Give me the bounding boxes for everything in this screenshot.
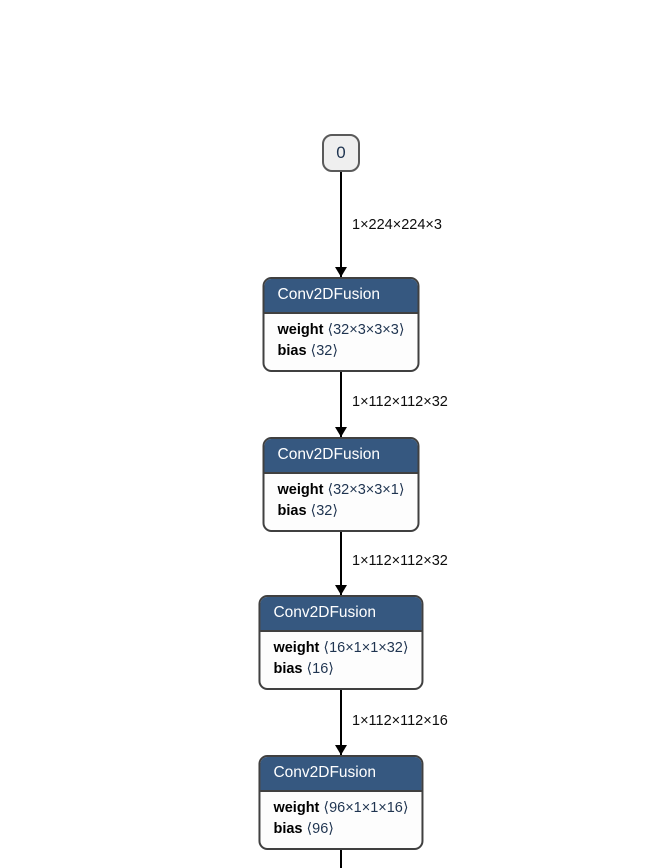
graph-node-conv2dfusion-2[interactable]: Conv2DFusion weight ⟨32×3×3×1⟩ bias ⟨32⟩ — [262, 437, 420, 533]
node-attr-bias: bias ⟨96⟩ — [273, 819, 408, 840]
node-header[interactable]: Conv2DFusion — [260, 757, 422, 792]
graph-node-conv2dfusion-1[interactable]: Conv2DFusion weight ⟨32×3×3×3⟩ bias ⟨32⟩ — [262, 277, 420, 373]
node-attr-bias: bias ⟨16⟩ — [273, 659, 408, 680]
node-body: weight ⟨32×3×3×1⟩ bias ⟨32⟩ — [265, 474, 418, 530]
node-attr-bias: bias ⟨32⟩ — [278, 341, 405, 362]
node-header[interactable]: Conv2DFusion — [260, 597, 422, 632]
arrowhead-icon — [335, 585, 347, 595]
attr-value: ⟨32×3×3×1⟩ — [327, 482, 405, 498]
graph-node-conv2dfusion-3[interactable]: Conv2DFusion weight ⟨16×1×1×32⟩ bias ⟨16… — [258, 595, 424, 691]
arrowhead-icon — [335, 745, 347, 755]
arrowhead-icon — [335, 267, 347, 277]
attr-value: ⟨96⟩ — [306, 821, 334, 838]
attr-name: weight — [273, 640, 320, 656]
graph-node-conv2dfusion-4[interactable]: Conv2DFusion weight ⟨96×1×1×16⟩ bias ⟨96… — [258, 755, 424, 851]
attr-value: ⟨16×1×1×32⟩ — [323, 640, 409, 656]
attr-name: bias — [273, 821, 303, 838]
input-node[interactable]: 0 — [322, 134, 360, 172]
node-header[interactable]: Conv2DFusion — [264, 279, 418, 314]
attr-name: bias — [277, 343, 307, 360]
node-attr-weight: weight ⟨16×1×1×32⟩ — [273, 638, 408, 659]
attr-value: ⟨16⟩ — [306, 661, 334, 678]
arrowhead-icon — [335, 427, 347, 437]
node-body: weight ⟨96×1×1×16⟩ bias ⟨96⟩ — [260, 792, 421, 848]
node-attr-weight: weight ⟨96×1×1×16⟩ — [273, 798, 408, 819]
node-body: weight ⟨32×3×3×3⟩ bias ⟨32⟩ — [265, 314, 418, 370]
node-attr-bias: bias ⟨32⟩ — [278, 501, 405, 522]
attr-name: weight — [273, 800, 320, 816]
attr-value: ⟨32⟩ — [310, 503, 338, 520]
attr-value: ⟨96×1×1×16⟩ — [323, 800, 409, 816]
edge-shape-label: 1×112×112×32 — [352, 553, 448, 569]
node-attr-weight: weight ⟨32×3×3×1⟩ — [278, 480, 405, 501]
attr-value: ⟨32⟩ — [310, 343, 338, 360]
node-attr-weight: weight ⟨32×3×3×3⟩ — [278, 320, 405, 341]
input-node-label: 0 — [336, 143, 346, 162]
attr-value: ⟨32×3×3×3⟩ — [327, 322, 405, 338]
attr-name: bias — [277, 503, 307, 520]
attr-name: weight — [277, 322, 324, 338]
node-header[interactable]: Conv2DFusion — [264, 439, 418, 474]
edge-shape-label: 1×112×112×32 — [352, 394, 448, 410]
attr-name: weight — [277, 482, 324, 498]
attr-name: bias — [273, 661, 303, 678]
node-body: weight ⟨16×1×1×32⟩ bias ⟨16⟩ — [260, 632, 421, 688]
edge-shape-label: 1×112×112×16 — [352, 713, 448, 729]
edge-shape-label: 1×224×224×3 — [352, 217, 442, 233]
